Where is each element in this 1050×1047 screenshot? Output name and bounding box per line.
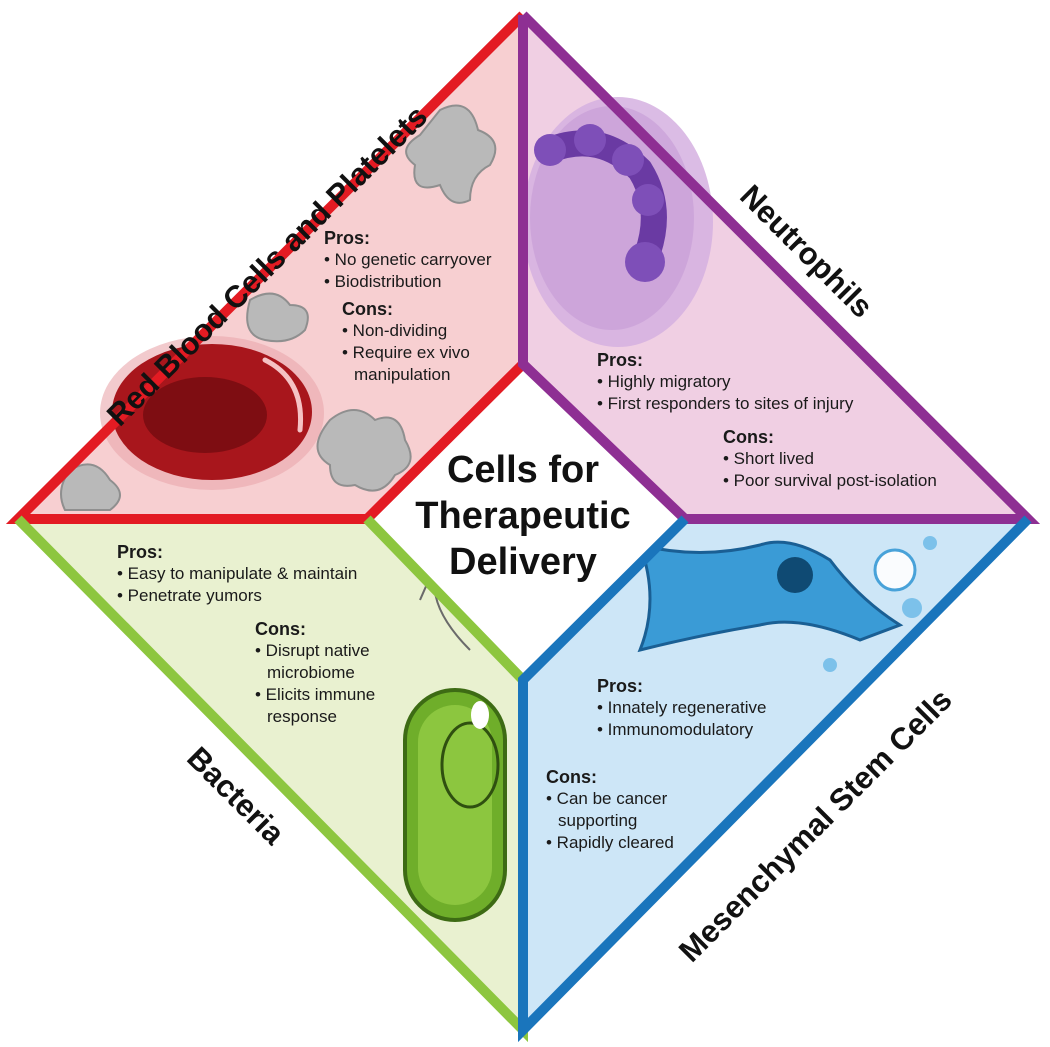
title-line-1: Cells for — [446, 449, 600, 491]
bacteria-cons-heading: Cons: — [255, 619, 306, 639]
bacteria-con-item: microbiome — [267, 663, 355, 682]
msc-illustration — [637, 536, 937, 672]
msc-pro-item: • Immunomodulatory — [597, 720, 754, 739]
bacteria-con-item: • Disrupt native — [255, 641, 370, 660]
msc-cons-text: Cons: • Can be cancer supporting • Rapid… — [546, 767, 674, 854]
neutrophils-pro-item: • First responders to sites of injury — [597, 394, 854, 413]
neutrophils-cons-heading: Cons: — [723, 427, 774, 447]
neutrophils-text: Pros: • Highly migratory • First respond… — [597, 350, 937, 492]
bacteria-pro-item: • Easy to manipulate & maintain — [117, 564, 358, 583]
rbc-text: Pros: • No genetic carryover • Biodistri… — [324, 228, 492, 386]
rbc-cons-heading: Cons: — [342, 299, 393, 319]
rbc-pro-item: • No genetic carryover — [324, 250, 492, 269]
rbc-pro-item: • Biodistribution — [324, 272, 442, 291]
neutrophils-con-item: • Short lived — [723, 449, 814, 468]
neutrophils-pros-heading: Pros: — [597, 350, 644, 370]
msc-con-item: • Can be cancer — [546, 789, 668, 808]
neutrophils-con-item: • Poor survival post-isolation — [723, 471, 937, 490]
title-line-2: Therapeutic — [415, 495, 631, 537]
bacteria-pros-heading: Pros: — [117, 542, 164, 562]
neutrophils-pro-item: • Highly migratory — [597, 372, 731, 391]
msc-con-item: • Rapidly cleared — [546, 833, 674, 852]
neutrophil-illustration — [523, 97, 713, 347]
bacteria-text: Pros: • Easy to manipulate & maintain • … — [117, 542, 375, 728]
bacterium-illustration — [403, 545, 507, 922]
msc-text: Pros: • Innately regenerative • Immunomo… — [597, 676, 766, 741]
rbc-con-item: • Non-dividing — [342, 321, 448, 340]
bacteria-con-item: response — [267, 707, 337, 726]
center-title: Cells for Therapeutic Delivery — [393, 447, 653, 585]
rbc-con-item: • Require ex vivo — [342, 343, 470, 362]
rbc-con-item: manipulation — [354, 365, 451, 384]
msc-pros-heading: Pros: — [597, 676, 644, 696]
msc-cons-heading: Cons: — [546, 767, 597, 787]
msc-pro-item: • Innately regenerative — [597, 698, 767, 717]
rbc-pros-heading: Pros: — [324, 228, 371, 248]
title-line-3: Delivery — [449, 541, 597, 583]
msc-con-item: supporting — [558, 811, 638, 830]
bacteria-con-item: • Elicits immune — [255, 685, 376, 704]
platelet-illustration — [60, 104, 497, 511]
bacteria-pro-item: • Penetrate yumors — [117, 586, 262, 605]
msc-border — [518, 515, 1032, 1043]
